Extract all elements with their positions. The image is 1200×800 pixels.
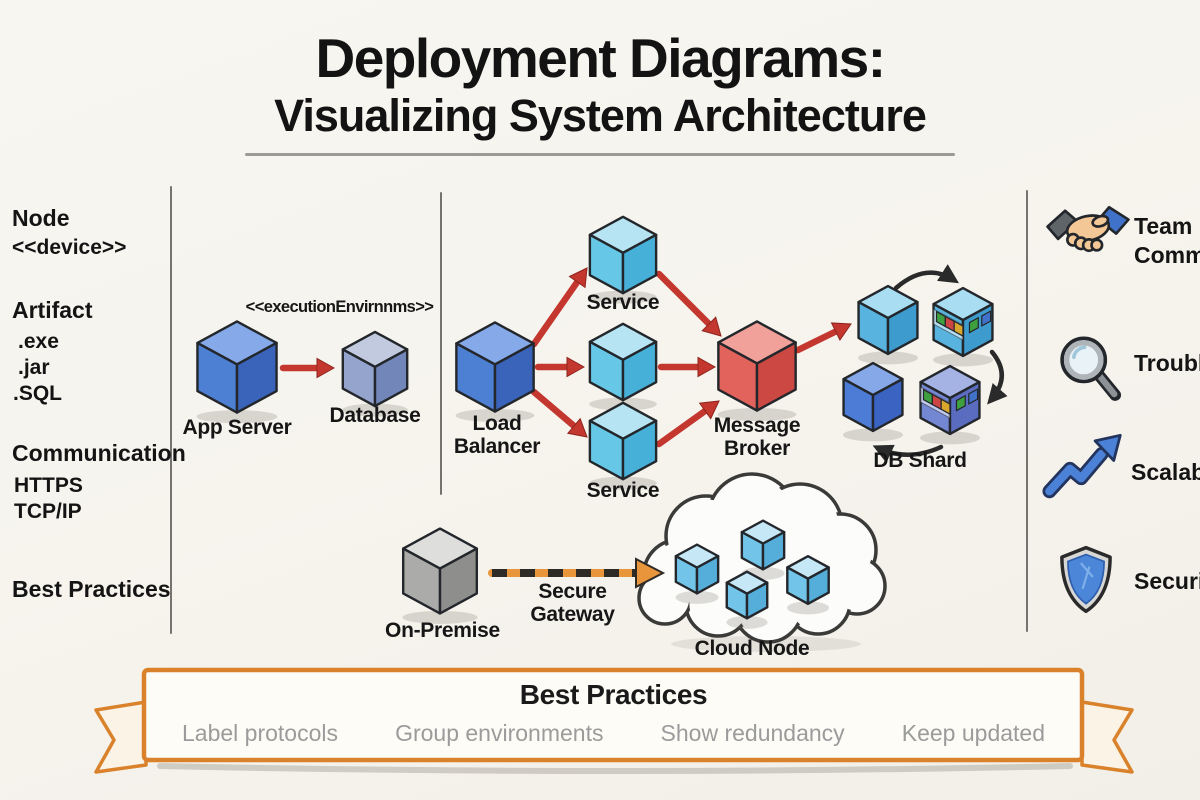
service-top-label: Service bbox=[586, 291, 660, 314]
legend-node-heading: Node bbox=[12, 205, 70, 231]
legend-best-practices-heading: Best Practices bbox=[12, 576, 171, 602]
arrow-lb-service-middle bbox=[534, 356, 586, 378]
db-shard-cube-3 bbox=[842, 361, 904, 442]
banner-item-keep-updated: Keep updated bbox=[901, 720, 1045, 746]
load-balancer-cube bbox=[455, 321, 535, 423]
title-underline bbox=[245, 153, 955, 156]
shard-arc-right bbox=[987, 349, 1008, 405]
shard-arc-top bbox=[893, 264, 959, 291]
arrow-appserver-database bbox=[279, 357, 336, 379]
right-legend-scalability: Scalability bbox=[1131, 459, 1200, 485]
load-balancer-label: Load Balancer bbox=[453, 412, 541, 458]
divider-middle bbox=[440, 192, 442, 495]
banner-item-group-environments: Group environments bbox=[395, 720, 604, 746]
right-legend-team-communication: Team Communication bbox=[1134, 213, 1200, 268]
page-title-line1: Deployment Diagrams: bbox=[315, 27, 886, 89]
secure-gateway-label: Secure Gateway bbox=[530, 580, 615, 626]
legend-artifact-jar: .jar bbox=[18, 356, 50, 379]
execution-environment-stereotype: <<executionEnvirnnms>> bbox=[245, 298, 434, 316]
legend-artifact-exe: .exe bbox=[18, 330, 59, 353]
db-shard-label: DB Shard bbox=[873, 449, 967, 472]
db-shard-cube-2 bbox=[932, 286, 994, 367]
banner-tail-right bbox=[1080, 700, 1134, 774]
banner-item-label-protocols: Label protocols bbox=[182, 720, 338, 746]
on-premise-cube bbox=[402, 527, 478, 624]
right-legend-troubleshooting: Troubleshooting bbox=[1134, 350, 1200, 376]
message-broker-cube bbox=[717, 320, 797, 422]
legend-communication-tcpip: TCP/IP bbox=[14, 500, 82, 523]
db-shard-cube-4 bbox=[919, 364, 981, 445]
cloud-cube-1 bbox=[674, 543, 720, 604]
service-bottom-label: Service bbox=[586, 479, 660, 502]
banner-shadow bbox=[157, 763, 1073, 774]
right-legend-security: Security bbox=[1134, 568, 1200, 594]
legend-artifact-sql: .SQL bbox=[13, 382, 63, 405]
db-shard-cube-1 bbox=[857, 284, 919, 365]
shield-icon bbox=[1060, 545, 1112, 614]
app-server-cube bbox=[196, 320, 278, 424]
page-title-line2: Visualizing System Architecture bbox=[274, 90, 927, 141]
message-broker-label: Message Broker bbox=[713, 414, 801, 460]
banner-tail-left bbox=[94, 700, 148, 774]
banner-items: Label protocols Group environments Show … bbox=[146, 720, 1081, 747]
arrow-service-middle-broker bbox=[657, 356, 717, 378]
legend-artifact-heading: Artifact bbox=[12, 297, 93, 323]
magnifier-icon bbox=[1060, 336, 1122, 401]
service-middle-cube bbox=[588, 322, 658, 411]
legend-node-stereotype: <<device>> bbox=[12, 236, 127, 259]
cloud-cube-2 bbox=[740, 519, 786, 580]
handshake-icon bbox=[1046, 205, 1130, 253]
trend-arrow-icon bbox=[1042, 433, 1122, 499]
on-premise-label: On-Premise bbox=[385, 619, 500, 642]
database-label: Database bbox=[329, 404, 421, 427]
legend-communication-heading: Communication bbox=[12, 440, 186, 466]
banner-band bbox=[141, 667, 1085, 763]
legend-communication-https: HTTPS bbox=[14, 474, 83, 497]
app-server-label: App Server bbox=[182, 416, 292, 439]
banner-item-show-redundancy: Show redundancy bbox=[660, 720, 845, 746]
cloud-node-label: Cloud Node bbox=[694, 637, 810, 660]
divider-right bbox=[1026, 190, 1028, 632]
arrow-broker-shards bbox=[794, 322, 852, 354]
banner-title: Best Practices bbox=[519, 679, 708, 710]
cloud-cube-4 bbox=[786, 554, 830, 615]
service-bottom-cube bbox=[588, 401, 658, 490]
divider-left bbox=[170, 186, 172, 634]
best-practices-banner bbox=[94, 667, 1134, 774]
cloud-cube-3 bbox=[725, 570, 769, 629]
